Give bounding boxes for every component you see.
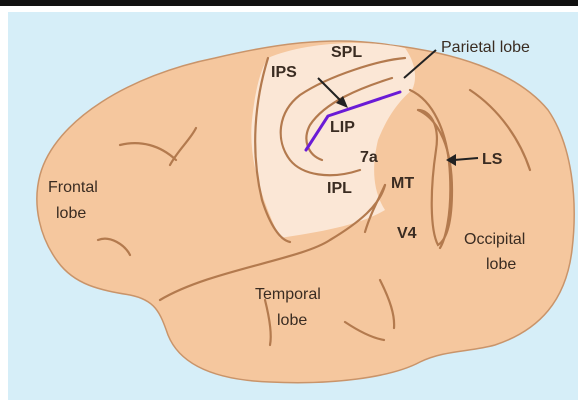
label-ipl: IPL — [327, 180, 352, 197]
label-lip: LIP — [330, 119, 355, 136]
label-temporal-lobe-line2: lobe — [277, 312, 307, 329]
label-v4: V4 — [397, 225, 417, 242]
label-frontal-lobe-line2: lobe — [56, 205, 86, 222]
label-mt: MT — [391, 175, 414, 192]
top-border — [0, 0, 578, 6]
label-frontal-lobe-line1: Frontal — [48, 179, 98, 196]
label-temporal-lobe-line1: Temporal — [255, 286, 321, 303]
label-ips: IPS — [271, 64, 297, 81]
label-spl: SPL — [331, 44, 362, 61]
label-occipital-lobe-line1: Occipital — [464, 231, 525, 248]
label-parietal-lobe: Parietal lobe — [441, 39, 530, 56]
label-occipital-lobe-line2: lobe — [486, 256, 516, 273]
label-7a: 7a — [360, 149, 378, 166]
label-ls: LS — [482, 151, 503, 168]
